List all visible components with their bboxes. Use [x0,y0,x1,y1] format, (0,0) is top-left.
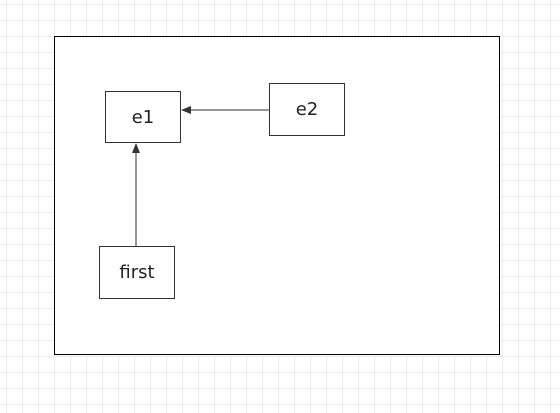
node-e1[interactable]: e1 [105,91,181,143]
node-first[interactable]: first [99,246,175,299]
node-e1-label: e1 [131,106,155,128]
node-e2[interactable]: e2 [269,83,345,136]
node-e2-label: e2 [295,99,319,120]
node-first-label: first [119,262,155,283]
